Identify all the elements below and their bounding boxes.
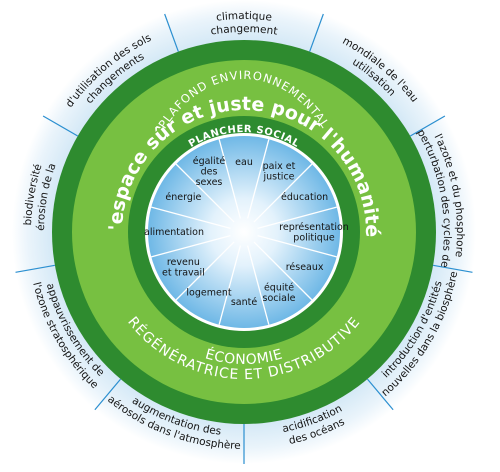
ceiling-divider — [15, 264, 56, 273]
foundation-dividers — [151, 139, 337, 325]
ecological-ceiling-item: climatique — [215, 10, 272, 24]
ceiling-divider — [94, 378, 122, 411]
social-foundation-item: logement — [186, 288, 231, 299]
foundation-divider — [151, 234, 231, 258]
ceiling-divider — [309, 13, 324, 52]
social-foundation-item: santé — [231, 297, 258, 308]
social-foundation-item: réseaux — [286, 262, 324, 273]
foundation-divider — [246, 139, 270, 219]
foundation-divider — [218, 245, 242, 325]
foundation-divider — [151, 206, 231, 230]
ceiling-divider — [409, 115, 446, 137]
foundation-divider — [257, 206, 337, 230]
foundation-divider — [246, 245, 270, 325]
foundation-divider — [218, 139, 242, 219]
foundation-divider — [175, 241, 235, 301]
ceiling-divider — [366, 378, 394, 411]
social-foundation-item: éducation — [281, 192, 328, 203]
ceiling-dividers — [15, 13, 473, 464]
social-foundation-item: énergie — [165, 192, 201, 203]
foundation-divider — [257, 234, 337, 258]
foundation-divider — [253, 163, 313, 223]
foundation-divider — [253, 241, 313, 301]
economy-label-line1: ÉCONOMIE — [203, 345, 284, 368]
ceiling-divider — [42, 115, 79, 137]
social-foundation-item: eau — [235, 157, 253, 168]
foundation-divider — [175, 163, 235, 223]
ceiling-divider — [432, 264, 473, 273]
ecological-ceiling-item: changement — [210, 23, 279, 38]
social-foundation-item: alimentation — [144, 227, 204, 238]
ceiling-divider — [164, 13, 179, 52]
